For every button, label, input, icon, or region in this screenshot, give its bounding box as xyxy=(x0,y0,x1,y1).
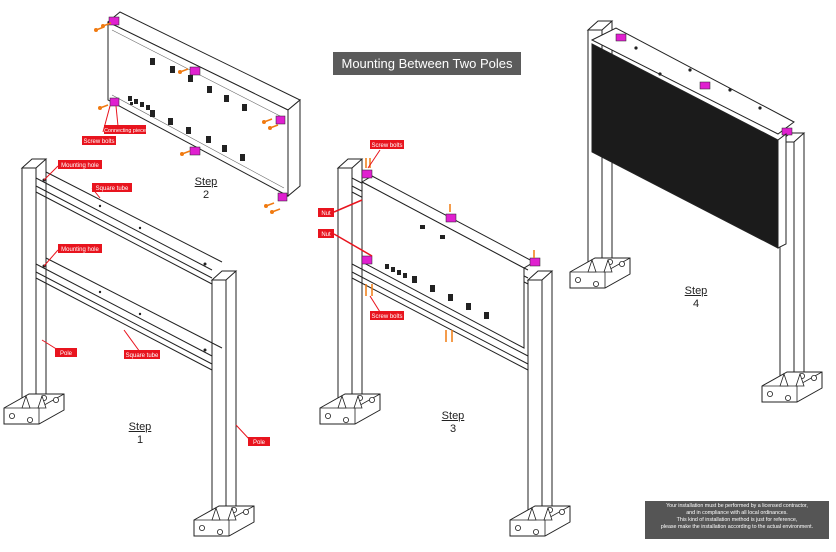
step3-assembly: Screw bolts Nut Nut Screw bolts xyxy=(318,140,571,537)
note-line-3: This kind of installation method is just… xyxy=(676,517,798,523)
step2-connecting-pieces xyxy=(108,16,288,202)
label-square-tube-1 xyxy=(92,183,132,192)
step2-cabinet: Screw bolts Connecting piece xyxy=(82,11,301,215)
step-1-word: Step xyxy=(128,421,152,433)
step-2-label: Step 2 xyxy=(186,176,226,202)
label-square-tube-1-text: Square tube xyxy=(96,186,129,192)
label-nut-1 xyxy=(318,208,334,217)
step3-vents xyxy=(385,225,489,319)
note-line-1: Your installation must be performed by a… xyxy=(666,503,808,509)
label-pole-2-text: Pole xyxy=(253,440,266,446)
label-nut-2-text: Nut xyxy=(321,232,331,238)
step-2-number: 2 xyxy=(202,189,210,201)
label-square-tube-2-text: Square tube xyxy=(126,353,159,359)
step1-callouts: Mounting hole Square tube Mounting hole … xyxy=(41,160,270,446)
label-nut-1-text: Nut xyxy=(321,211,331,217)
step3-screw-bolts xyxy=(365,158,535,342)
note-line-4: please make the installation according t… xyxy=(660,524,814,530)
step-4-label: Step 4 xyxy=(676,285,716,311)
step3-callouts: Screw bolts Nut Nut Screw bolts xyxy=(318,140,404,320)
label-connecting-piece-text: Connecting piece xyxy=(104,128,146,134)
step-3-word: Step xyxy=(441,410,465,422)
label-square-tube-2 xyxy=(124,350,160,359)
step2-ports xyxy=(130,102,133,105)
label-screw-bolts-3-text: Screw bolts xyxy=(371,314,402,320)
label-screw-bolts-2 xyxy=(370,140,404,149)
label-mounting-hole-2 xyxy=(58,244,102,253)
label-mounting-hole-2-text: Mounting hole xyxy=(61,247,99,253)
step4-display xyxy=(569,20,823,403)
step-2-word: Step xyxy=(194,176,218,188)
label-nut-2 xyxy=(318,229,334,238)
label-mounting-hole-1 xyxy=(58,160,102,169)
step-3-number: 3 xyxy=(449,423,457,435)
label-connecting-piece xyxy=(104,125,146,134)
step2-callouts: Screw bolts Connecting piece xyxy=(82,105,146,145)
step-4-number: 4 xyxy=(692,298,700,310)
label-mounting-hole-1-text: Mounting hole xyxy=(61,163,99,169)
page-title: Mounting Between Two Poles xyxy=(333,52,521,75)
label-pole-2 xyxy=(248,437,270,446)
step-1-label: Step 1 xyxy=(120,421,160,447)
label-screw-bolts-2-text: Screw bolts xyxy=(371,143,402,149)
step1-right-pole xyxy=(193,270,255,537)
note-line-2: and in compliance with all local ordinan… xyxy=(686,510,788,516)
installation-note: Your installation must be performed by a… xyxy=(645,501,829,539)
step-3-label: Step 3 xyxy=(433,410,473,436)
step1-frame: Mounting hole Square tube Mounting hole … xyxy=(3,158,270,537)
label-pole-1-text: Pole xyxy=(60,351,73,357)
step3-connecting-pieces xyxy=(361,169,541,267)
step1-left-pole xyxy=(3,158,65,425)
step-4-word: Step xyxy=(684,285,708,297)
label-screw-bolts-1 xyxy=(82,136,116,145)
label-screw-bolts-1-text: Screw bolts xyxy=(83,139,114,145)
label-pole-1 xyxy=(55,348,77,357)
label-screw-bolts-3 xyxy=(370,311,404,320)
step2-vents xyxy=(128,58,247,161)
step-1-number: 1 xyxy=(136,434,144,446)
